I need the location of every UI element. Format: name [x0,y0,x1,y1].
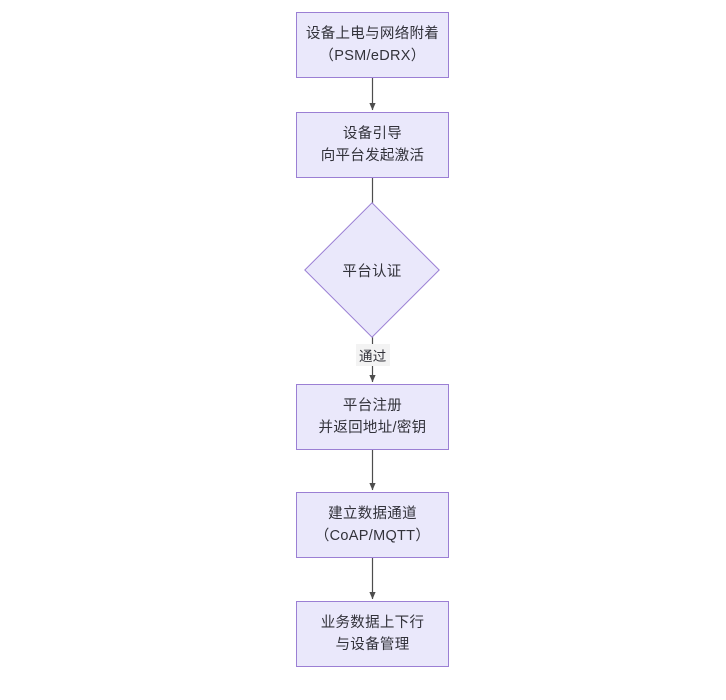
edge-label-pass: 通过 [356,344,390,366]
node-device-bootstrap[interactable]: 设备引导 向平台发起激活 [296,112,449,178]
node-platform-authentication[interactable]: 平台认证 [304,202,440,338]
node-line: 设备上电与网络附着 [305,25,440,42]
node-business-data-and-device-management[interactable]: 业务数据上下行 与设备管理 [296,601,449,667]
node-platform-registration[interactable]: 平台注册 并返回地址/密钥 [296,384,449,450]
node-device-power-on[interactable]: 设备上电与网络附着 （PSM/eDRX） [296,12,449,78]
node-line: 向平台发起激活 [320,148,425,164]
node-line: （PSM/eDRX） [319,48,426,64]
node-line: 平台注册 [342,397,403,414]
node-line: 与设备管理 [335,637,410,653]
node-line: （CoAP/MQTT） [314,528,431,544]
node-establish-data-channel[interactable]: 建立数据通道 （CoAP/MQTT） [296,492,449,558]
node-line: 业务数据上下行 [320,614,425,631]
node-line: 建立数据通道 [328,505,417,522]
node-line: 设备引导 [342,125,403,142]
node-line: 并返回地址/密钥 [318,420,427,436]
node-line: 平台认证 [342,263,402,280]
